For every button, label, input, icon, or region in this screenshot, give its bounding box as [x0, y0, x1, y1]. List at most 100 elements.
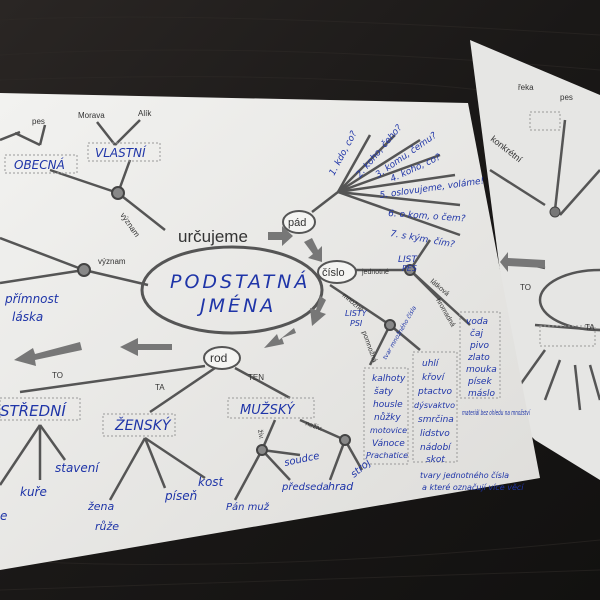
zensky-example: kost: [198, 475, 225, 489]
node-obecna-vlastni: [111, 186, 125, 200]
box-vlastni: [87, 142, 161, 162]
second-sheet: řeka pes konkrétní TO TA: [470, 40, 600, 480]
main-sheet-paper: [0, 93, 540, 570]
animacy-ziv: živ.: [256, 429, 265, 440]
hromadna-item: nádobí: [420, 443, 452, 453]
latkova-item: voda: [466, 317, 488, 327]
type-obecna: OBECNÁ: [14, 157, 65, 172]
node-cislo-mnozne: [384, 319, 396, 331]
node-zivotny: [256, 444, 268, 456]
hromadna-list: uhlí křoví ptactvo dýsvaktvo smrčina lid…: [414, 359, 455, 465]
node-cislo-jednotne: [404, 264, 416, 276]
main-sheet: PODSTATNÁ JMÉNA určujeme pe: [0, 93, 540, 570]
box-hromadna: [412, 351, 458, 463]
latkova-note: materiál bez ohledu na množství: [462, 409, 531, 417]
case-6: 6. o kom, o čem?: [388, 208, 466, 224]
box-zensky: [102, 413, 176, 437]
latkova-item: zlato: [467, 353, 490, 363]
cislo-label: číslo: [322, 267, 345, 279]
hromadna-item: ptactvo: [417, 387, 453, 397]
arrow-left: [120, 338, 172, 356]
pad-bubble: [282, 210, 316, 234]
hromadna-item: křoví: [422, 373, 446, 383]
latkova-item: čaj: [470, 328, 483, 339]
demonstrative-ta: TA: [155, 383, 165, 392]
center-title-line2: JMÉNA: [196, 294, 276, 317]
second-sheet-box: [539, 325, 596, 347]
stredni-example: stavení: [55, 461, 100, 475]
second-sheet-label: TA: [585, 323, 595, 332]
node-abstract: [77, 263, 91, 277]
arrows: [14, 226, 326, 366]
hromadna-item: skot: [426, 455, 445, 465]
stredni-example: kuře: [20, 485, 47, 499]
latkova-item: pivo: [469, 341, 490, 351]
demonstrative-to: TO: [52, 371, 63, 380]
rod-label: rod: [210, 351, 227, 365]
gender-stredni: STŘEDNÍ: [0, 401, 67, 420]
pad-fan-lines: [311, 134, 461, 237]
pomnozna-item: nůžky: [374, 412, 401, 423]
pomnozna-item: Vánoce: [372, 439, 405, 449]
pomnozna-item: šaty: [374, 386, 394, 397]
second-sheet-node: [549, 206, 561, 218]
plural-example: PSI: [350, 319, 363, 328]
cislo-lines: [329, 239, 471, 366]
example-morava: Morava: [78, 111, 105, 120]
arrow-left: [264, 328, 296, 348]
zensky-example: žena: [87, 500, 115, 513]
singular-label: jednotné: [361, 269, 389, 276]
center-title-line1: PODSTATNÁ: [170, 270, 310, 293]
box-pomnozna: [363, 367, 409, 465]
zivotny-example: předseda: [281, 481, 329, 493]
zivotny-example: Pán muž: [226, 501, 270, 513]
zensky-example: růže: [95, 520, 119, 533]
node-nezivotny: [339, 434, 351, 446]
box-muzsky: [227, 397, 315, 419]
arrow-right: [268, 226, 293, 246]
hromadna-item: lidstvo: [420, 429, 450, 439]
top-left-lines: [0, 119, 166, 287]
hromadna-item: uhlí: [422, 359, 440, 369]
stredni-example: e: [0, 509, 7, 523]
example-alik: Alík: [138, 109, 152, 118]
hromadna-item: smrčina: [418, 414, 454, 425]
box-obecna: [4, 154, 78, 174]
second-sheet-arrow: [500, 252, 545, 272]
wood-grain: [0, 16, 600, 591]
abstract-example: láska: [12, 310, 43, 324]
pomnozna-item: housle: [373, 400, 403, 410]
plural-example: LISTY: [345, 309, 368, 318]
abstract-example: přímnost: [4, 292, 60, 306]
singular-example: PES: [402, 264, 417, 273]
latkova-item: mouka: [466, 365, 497, 375]
arrow-down-right: [304, 238, 322, 262]
pad-label: pád: [288, 217, 306, 229]
gender-zensky: ŽENSKÝ: [114, 416, 172, 434]
arrow-down: [310, 296, 326, 326]
second-sheet-example: pes: [560, 93, 573, 102]
center-ellipse: [140, 245, 324, 335]
type-vlastni: VLASTNÍ: [95, 145, 147, 160]
pomnozna-item: kalhoty: [372, 374, 406, 384]
rod-bubble: [203, 346, 241, 370]
second-sheet-example: řeka: [518, 83, 534, 92]
urcujeme-label: určujeme: [178, 227, 248, 246]
pomnozna-item: Prachatice: [366, 451, 408, 460]
latkova-item: máslo: [468, 389, 495, 399]
arrow-left-big: [14, 342, 82, 366]
demonstrative-ten: TEN: [248, 373, 264, 382]
second-sheet-ellipse: [538, 268, 600, 332]
zensky-example: píseň: [164, 489, 197, 503]
box-stredni: [0, 397, 81, 421]
cislo-bottom-note: a které označují více věcí: [422, 482, 525, 492]
singular-example: LIST: [398, 255, 418, 265]
pomnozna-item: motovice: [370, 426, 407, 435]
latkova-item: písek: [467, 377, 492, 387]
latkova-list: voda čaj pivo zlato mouka písek máslo: [466, 317, 497, 399]
example-pes: pes: [32, 117, 45, 126]
cislo-bubble: [317, 260, 357, 284]
second-sheet-label: TO: [520, 283, 531, 292]
vyznam-label: význam: [98, 257, 126, 266]
